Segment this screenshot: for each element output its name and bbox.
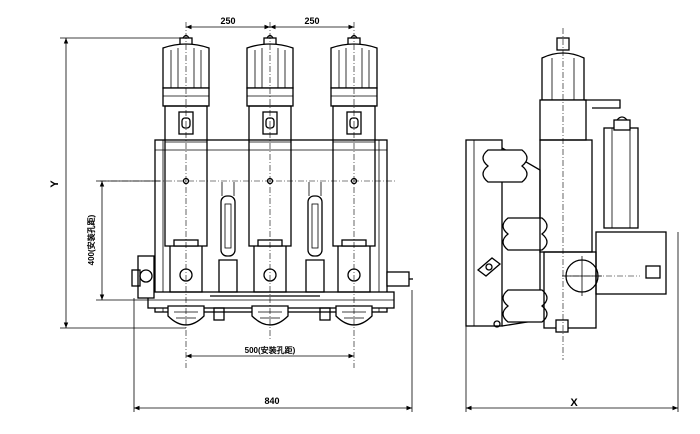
side-view: [465, 28, 667, 360]
front-view: [100, 22, 413, 368]
dim-pole-spacing-left: 250: [220, 16, 235, 26]
dim-mounting-horizontal: 500(安装孔距): [245, 345, 296, 355]
dim-overall-height: Y: [49, 180, 61, 188]
dim-overall-width: 840: [264, 396, 279, 406]
dim-pole-spacing-right: 250: [304, 16, 319, 26]
dimension-lines: [60, 24, 679, 412]
dim-side-depth: X: [570, 397, 578, 409]
dim-mounting-vertical: 400(安装孔距): [86, 214, 96, 265]
